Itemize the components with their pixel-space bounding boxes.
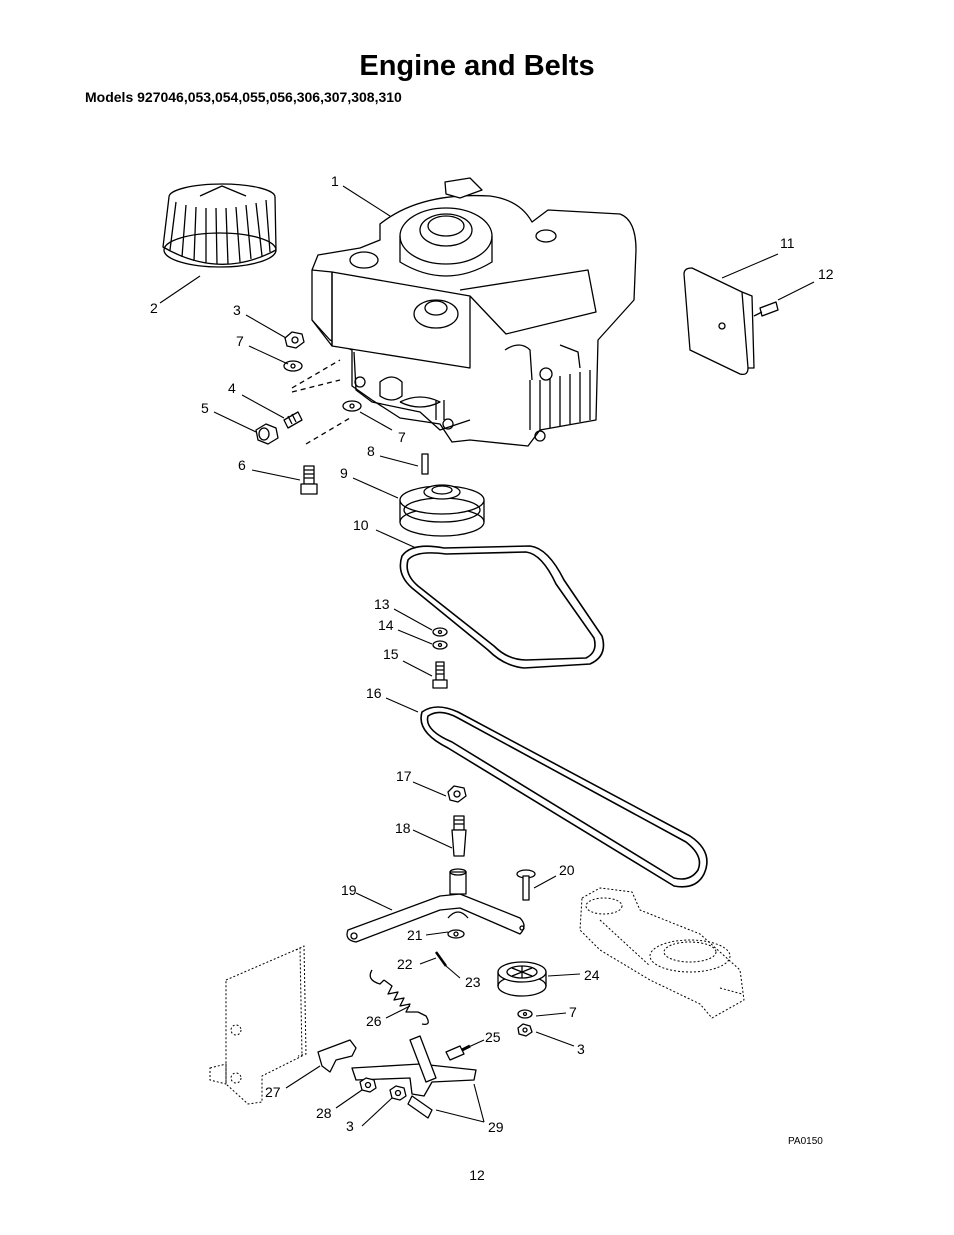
grass-screen — [162, 183, 277, 268]
pin-22 — [434, 951, 448, 967]
nut-3-bottom — [389, 1085, 407, 1101]
callout-25: 25 — [485, 1029, 501, 1045]
washer-21 — [447, 929, 465, 939]
callout-19: 19 — [341, 882, 357, 898]
nut-3-lower — [517, 1023, 533, 1037]
callout-10: 10 — [353, 517, 369, 533]
bolt-6 — [300, 465, 318, 495]
belt-10 — [399, 545, 605, 669]
nut-5 — [255, 423, 279, 445]
bolt-15 — [432, 661, 448, 689]
callout-2: 2 — [150, 300, 158, 316]
washer-7-upper — [283, 360, 303, 372]
screw-12 — [753, 301, 779, 317]
callout-numbers: 1 2 3 7 11 12 4 5 7 6 8 9 10 13 14 15 16… — [150, 173, 834, 1135]
callout-7b: 7 — [398, 429, 406, 445]
callout-15: 15 — [383, 646, 399, 662]
washer-14 — [432, 640, 448, 650]
callout-9: 9 — [340, 465, 348, 481]
nut-3 — [284, 331, 305, 349]
washer-7-bottom — [517, 1009, 533, 1019]
bolt-20 — [516, 869, 536, 901]
callout-22: 22 — [397, 956, 413, 972]
callout-27: 27 — [265, 1084, 281, 1100]
callout-29: 29 — [488, 1119, 504, 1135]
callout-7c: 7 — [569, 1004, 577, 1020]
callout-3b: 3 — [577, 1041, 585, 1057]
bracket-29 — [351, 1035, 477, 1119]
nut-17 — [447, 785, 467, 803]
shaft-18 — [451, 815, 467, 857]
nut-28 — [359, 1077, 377, 1093]
callout-7: 7 — [236, 333, 244, 349]
callout-6: 6 — [238, 457, 246, 473]
deck-reference — [579, 887, 745, 1019]
stud-4 — [283, 411, 303, 429]
belt-16 — [420, 706, 708, 888]
leader-lines — [159, 185, 815, 1127]
callout-11: 11 — [780, 235, 795, 251]
callout-21: 21 — [407, 927, 423, 943]
idler-pulley-24 — [497, 961, 547, 997]
callout-20: 20 — [559, 862, 575, 878]
callout-4: 4 — [228, 380, 236, 396]
callout-18: 18 — [395, 820, 411, 836]
engine — [311, 177, 637, 447]
callout-3: 3 — [233, 302, 241, 318]
page-title: Engine and Belts — [359, 50, 595, 82]
callout-8: 8 — [367, 443, 375, 459]
pulley-9 — [399, 484, 485, 537]
callout-26: 26 — [366, 1013, 382, 1029]
callout-1: 1 — [331, 173, 339, 189]
key-8 — [421, 453, 429, 475]
alignment-lines — [291, 359, 351, 445]
bracket-27 — [317, 1039, 357, 1073]
callout-3c: 3 — [346, 1118, 354, 1134]
models-subtitle: Models 927046,053,054,055,056,306,307,30… — [85, 89, 402, 105]
idler-bracket-19 — [346, 868, 525, 943]
page-number: 12 — [469, 1167, 485, 1183]
washer-7-lower — [342, 400, 362, 412]
callout-13: 13 — [374, 596, 390, 612]
figure-code: PA0150 — [788, 1136, 823, 1147]
mount-plate-reference — [209, 945, 307, 1105]
callout-28: 28 — [316, 1105, 332, 1121]
callout-16: 16 — [366, 685, 382, 701]
callout-24: 24 — [584, 967, 600, 983]
callout-12: 12 — [818, 266, 834, 282]
callout-17: 17 — [396, 768, 412, 784]
callout-5: 5 — [201, 400, 209, 416]
washer-13 — [432, 627, 448, 637]
callout-14: 14 — [378, 617, 394, 633]
callout-23: 23 — [465, 974, 481, 990]
spring-26 — [369, 969, 429, 1025]
heat-shield — [683, 267, 755, 376]
